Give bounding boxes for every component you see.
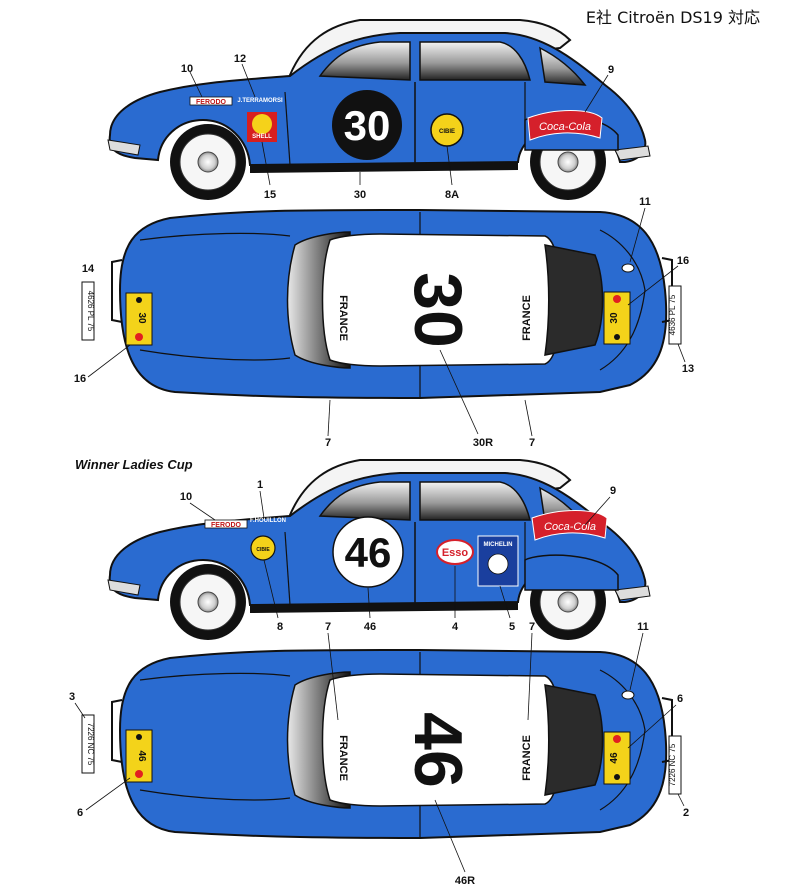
- car1-number-roundel: [332, 90, 402, 160]
- callout-7-right-car2: 7: [529, 621, 535, 633]
- car2-roof-france-right: FRANCE: [521, 735, 533, 781]
- car2-coke-text: Coca-Cola: [544, 521, 596, 533]
- car2-michelin-text: MICHELIN: [484, 542, 513, 548]
- callout-16-rear: 16: [677, 255, 689, 267]
- car2-esso-decal: [436, 539, 474, 565]
- car2-ferodo-decal: [204, 519, 248, 529]
- car1-top-view: 30 FRANCE FRANCE 30 30 4626 PL 75 4636 P…: [81, 209, 682, 399]
- car2-plate-rear-text: 7226 NC 75: [668, 743, 677, 786]
- car2-cibie-text: CIBIE: [256, 547, 270, 553]
- callout-11: 11: [639, 196, 651, 208]
- callout-2: 2: [683, 807, 689, 819]
- callout-46: 46: [364, 621, 376, 633]
- callout-10: 10: [181, 63, 193, 75]
- car1-plate-front: [81, 281, 95, 341]
- car1-plate-front-text: 4626 PL 75: [86, 291, 95, 332]
- car2-roof-number: 46: [400, 712, 476, 788]
- car2-plate-front: [81, 714, 95, 774]
- car2-coke-decal: [531, 510, 608, 541]
- car1-race-number: 30: [344, 102, 391, 149]
- car2-cibie-decal: [250, 535, 276, 561]
- car2-roof-france-left: FRANCE: [337, 735, 349, 781]
- car1-ferodo-text: FERODO: [196, 99, 227, 106]
- car1-roof-france-left: FRANCE: [337, 295, 349, 341]
- car2-drivers-text: F.HOUILLON: [250, 518, 286, 524]
- car2-safari-number-front: 46: [136, 750, 147, 762]
- car1-drivers-text: J.TERRAMORSI: [237, 98, 283, 104]
- car1-side-view: FERODO J.TERRAMORSI SHELL 30 CIBIE Coca-…: [107, 19, 651, 201]
- callout-14: 14: [82, 263, 95, 275]
- car1-side-callouts: 10 12 9 15 30 8A: [181, 53, 614, 201]
- car2-esso-text: Esso: [442, 547, 469, 559]
- callout-4: 4: [452, 621, 459, 633]
- callout-1: 1: [257, 479, 263, 491]
- callout-11-car2: 11: [637, 621, 649, 633]
- car1-shell-text: SHELL: [252, 134, 272, 140]
- car1-cibie-text: CIBIE: [439, 129, 455, 135]
- callout-13: 13: [682, 363, 694, 375]
- car1-coke-decal: [527, 110, 603, 141]
- car1-roof-number: 30: [400, 272, 476, 348]
- car2-plate-rear: [668, 735, 682, 795]
- car2-top-callouts: 7 7 11 3 6 6 2 46R: [69, 621, 689, 887]
- car2-side-view: FERODO F.HOUILLON CIBIE 46 Esso MICHELIN…: [107, 459, 651, 641]
- car2-f-oval: [621, 690, 635, 700]
- car1-plate-rear: [668, 285, 682, 345]
- car1-safari-number-front: 30: [136, 312, 147, 324]
- car2-side-callouts: 10 1 9 8 46 4 5: [180, 479, 616, 633]
- callout-10-car2: 10: [180, 491, 192, 503]
- callout-46R: 46R: [455, 875, 475, 887]
- callout-3: 3: [69, 691, 75, 703]
- car1-plate-rear-text: 4636 PL 75: [668, 294, 677, 335]
- callout-9: 9: [608, 64, 614, 76]
- callout-30R: 30R: [473, 437, 493, 449]
- callout-5: 5: [509, 621, 515, 633]
- callout-7-left-car2: 7: [325, 621, 331, 633]
- callout-8: 8: [277, 621, 283, 633]
- callout-15: 15: [264, 189, 276, 201]
- callout-16-front: 16: [74, 373, 86, 385]
- car2-plate-front-text: 7226 NC 75: [86, 723, 95, 766]
- car1-roof-france-right: FRANCE: [521, 295, 533, 341]
- callout-30: 30: [354, 189, 366, 201]
- callout-9-car2: 9: [610, 485, 616, 497]
- car1-safari-number-rear: 30: [609, 312, 620, 324]
- car1-coke-text: Coca-Cola: [539, 121, 591, 133]
- car2-number-roundel: [332, 516, 404, 588]
- car1-ferodo-decal: [189, 96, 233, 106]
- sheet-title: E社 Citroën DS19 対応: [585, 8, 760, 27]
- car2-ferodo-text: FERODO: [211, 522, 242, 529]
- car1-f-oval: [621, 263, 635, 273]
- car1-top-callouts: 11 14 16 16 13 7 30R 7: [74, 196, 694, 449]
- car2-safari-number-rear: 46: [609, 752, 620, 764]
- callout-7-right: 7: [529, 437, 535, 449]
- car2-top-view: 46 FRANCE FRANCE 46 46 7226 NC 75 7226 N…: [81, 649, 682, 839]
- section-title-winner-ladies-cup: Winner Ladies Cup: [75, 457, 193, 472]
- callout-6-rear: 6: [677, 693, 683, 705]
- callout-6-front: 6: [77, 807, 83, 819]
- callout-7-left: 7: [325, 437, 331, 449]
- car2-race-number: 46: [345, 529, 392, 576]
- callout-8A: 8A: [445, 189, 459, 201]
- callout-12: 12: [234, 53, 246, 65]
